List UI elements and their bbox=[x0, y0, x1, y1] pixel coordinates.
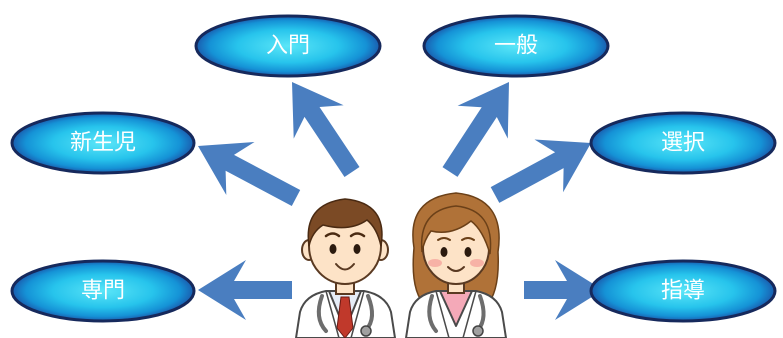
node-nyumon-label: 入門 bbox=[266, 34, 310, 59]
doctors-illustration bbox=[295, 192, 507, 338]
node-shido-ellipse bbox=[589, 259, 777, 323]
male-doctor-icon bbox=[295, 198, 396, 338]
node-sentaku: 選択 bbox=[589, 111, 777, 175]
node-sentaku-label: 選択 bbox=[661, 131, 705, 156]
node-shido: 指導 bbox=[589, 259, 777, 323]
node-sentaku-ellipse bbox=[589, 111, 777, 175]
female-doctor-icon bbox=[405, 192, 507, 338]
arrow-to-nyumon bbox=[292, 82, 360, 177]
arrow-to-sentaku bbox=[490, 139, 591, 203]
node-ippan-label: 一般 bbox=[494, 34, 538, 59]
arrows bbox=[198, 82, 603, 320]
arrow-to-shinseiji bbox=[198, 142, 301, 206]
node-ippan: 一般 bbox=[422, 14, 610, 78]
node-shinseiji-label: 新生児 bbox=[70, 131, 136, 156]
node-nyumon-ellipse bbox=[194, 14, 382, 78]
node-senmon: 専門 bbox=[10, 259, 196, 323]
node-nyumon: 入門 bbox=[194, 14, 382, 78]
node-shinseiji-ellipse bbox=[10, 111, 196, 175]
node-shinseiji: 新生児 bbox=[10, 111, 196, 175]
arrow-to-senmon bbox=[198, 260, 292, 320]
arrow-to-ippan bbox=[442, 82, 509, 177]
node-senmon-label: 専門 bbox=[81, 279, 125, 304]
node-senmon-ellipse bbox=[10, 259, 196, 323]
node-ippan-ellipse bbox=[422, 14, 610, 78]
arrow-to-shido bbox=[524, 260, 603, 320]
node-shido-label: 指導 bbox=[661, 279, 705, 304]
